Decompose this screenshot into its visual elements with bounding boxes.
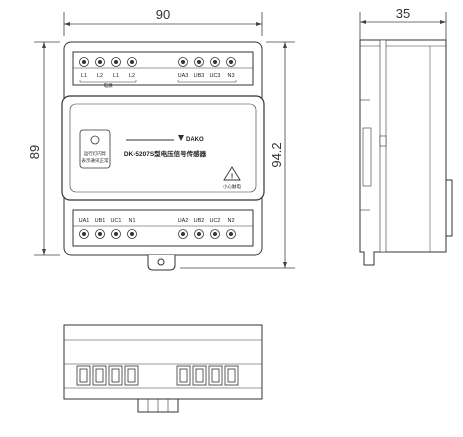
terminal-label: UC2	[209, 218, 220, 224]
warning-triangle-icon	[223, 166, 241, 181]
brand-logo: DAKO	[178, 135, 204, 143]
side-view	[359, 39, 453, 266]
height-left-dimension	[34, 41, 60, 256]
model-name: DK-5207S型电压信号传感器	[124, 149, 207, 158]
bottom-terminal-screws	[79, 229, 236, 239]
height-right-value: 94.2	[269, 142, 284, 167]
logo-text: DAKO	[186, 137, 204, 143]
top-terminal-labels: L1 L2 L1 L2 UA3 UB3 UC3 N3 电源	[79, 73, 237, 89]
logo-icon	[178, 135, 184, 141]
power-group-label: 电源	[104, 82, 113, 89]
terminal-label: N1	[128, 218, 135, 224]
depth-value: 35	[396, 6, 410, 21]
height-left-value: 89	[27, 145, 42, 159]
terminal-label: UA2	[178, 218, 189, 224]
terminal-label: UC3	[209, 73, 220, 79]
svg-text:!: !	[231, 174, 233, 181]
indicator-text-1: 运行灯闪烁	[84, 150, 107, 157]
terminal-label: L2	[129, 73, 135, 79]
terminal-label: UB2	[194, 218, 205, 224]
front-view	[61, 41, 265, 271]
height-right-dimension	[180, 41, 295, 269]
terminal-label: UC1	[110, 218, 121, 224]
bottom-view	[63, 324, 263, 413]
depth-dimension	[359, 12, 447, 40]
terminal-label: UB1	[95, 218, 106, 224]
warning-text: 小心触电	[223, 183, 241, 190]
terminal-label: L1	[81, 73, 87, 79]
terminal-label: N2	[227, 218, 234, 224]
terminal-label: UA3	[178, 73, 189, 79]
terminal-label: L1	[113, 73, 119, 79]
warning-symbol: ! 小心触电	[223, 166, 241, 190]
indicator-text-2: 表示通讯正常	[82, 157, 109, 164]
top-terminal-screws	[79, 57, 236, 67]
terminal-label: N3	[227, 73, 234, 79]
bottom-view-terminals	[76, 365, 239, 386]
indicator-box: 运行灯闪烁 表示通讯正常	[79, 129, 111, 169]
width-value: 90	[156, 7, 170, 22]
width-dimension	[63, 12, 263, 36]
terminal-label: UB3	[194, 73, 205, 79]
run-led-icon	[90, 135, 100, 145]
bottom-terminal-labels: UA1 UB1 UC1 N1 UA2 UB2 UC2 N2	[79, 218, 235, 224]
terminal-label: UA1	[79, 218, 90, 224]
terminal-label: L2	[97, 73, 103, 79]
